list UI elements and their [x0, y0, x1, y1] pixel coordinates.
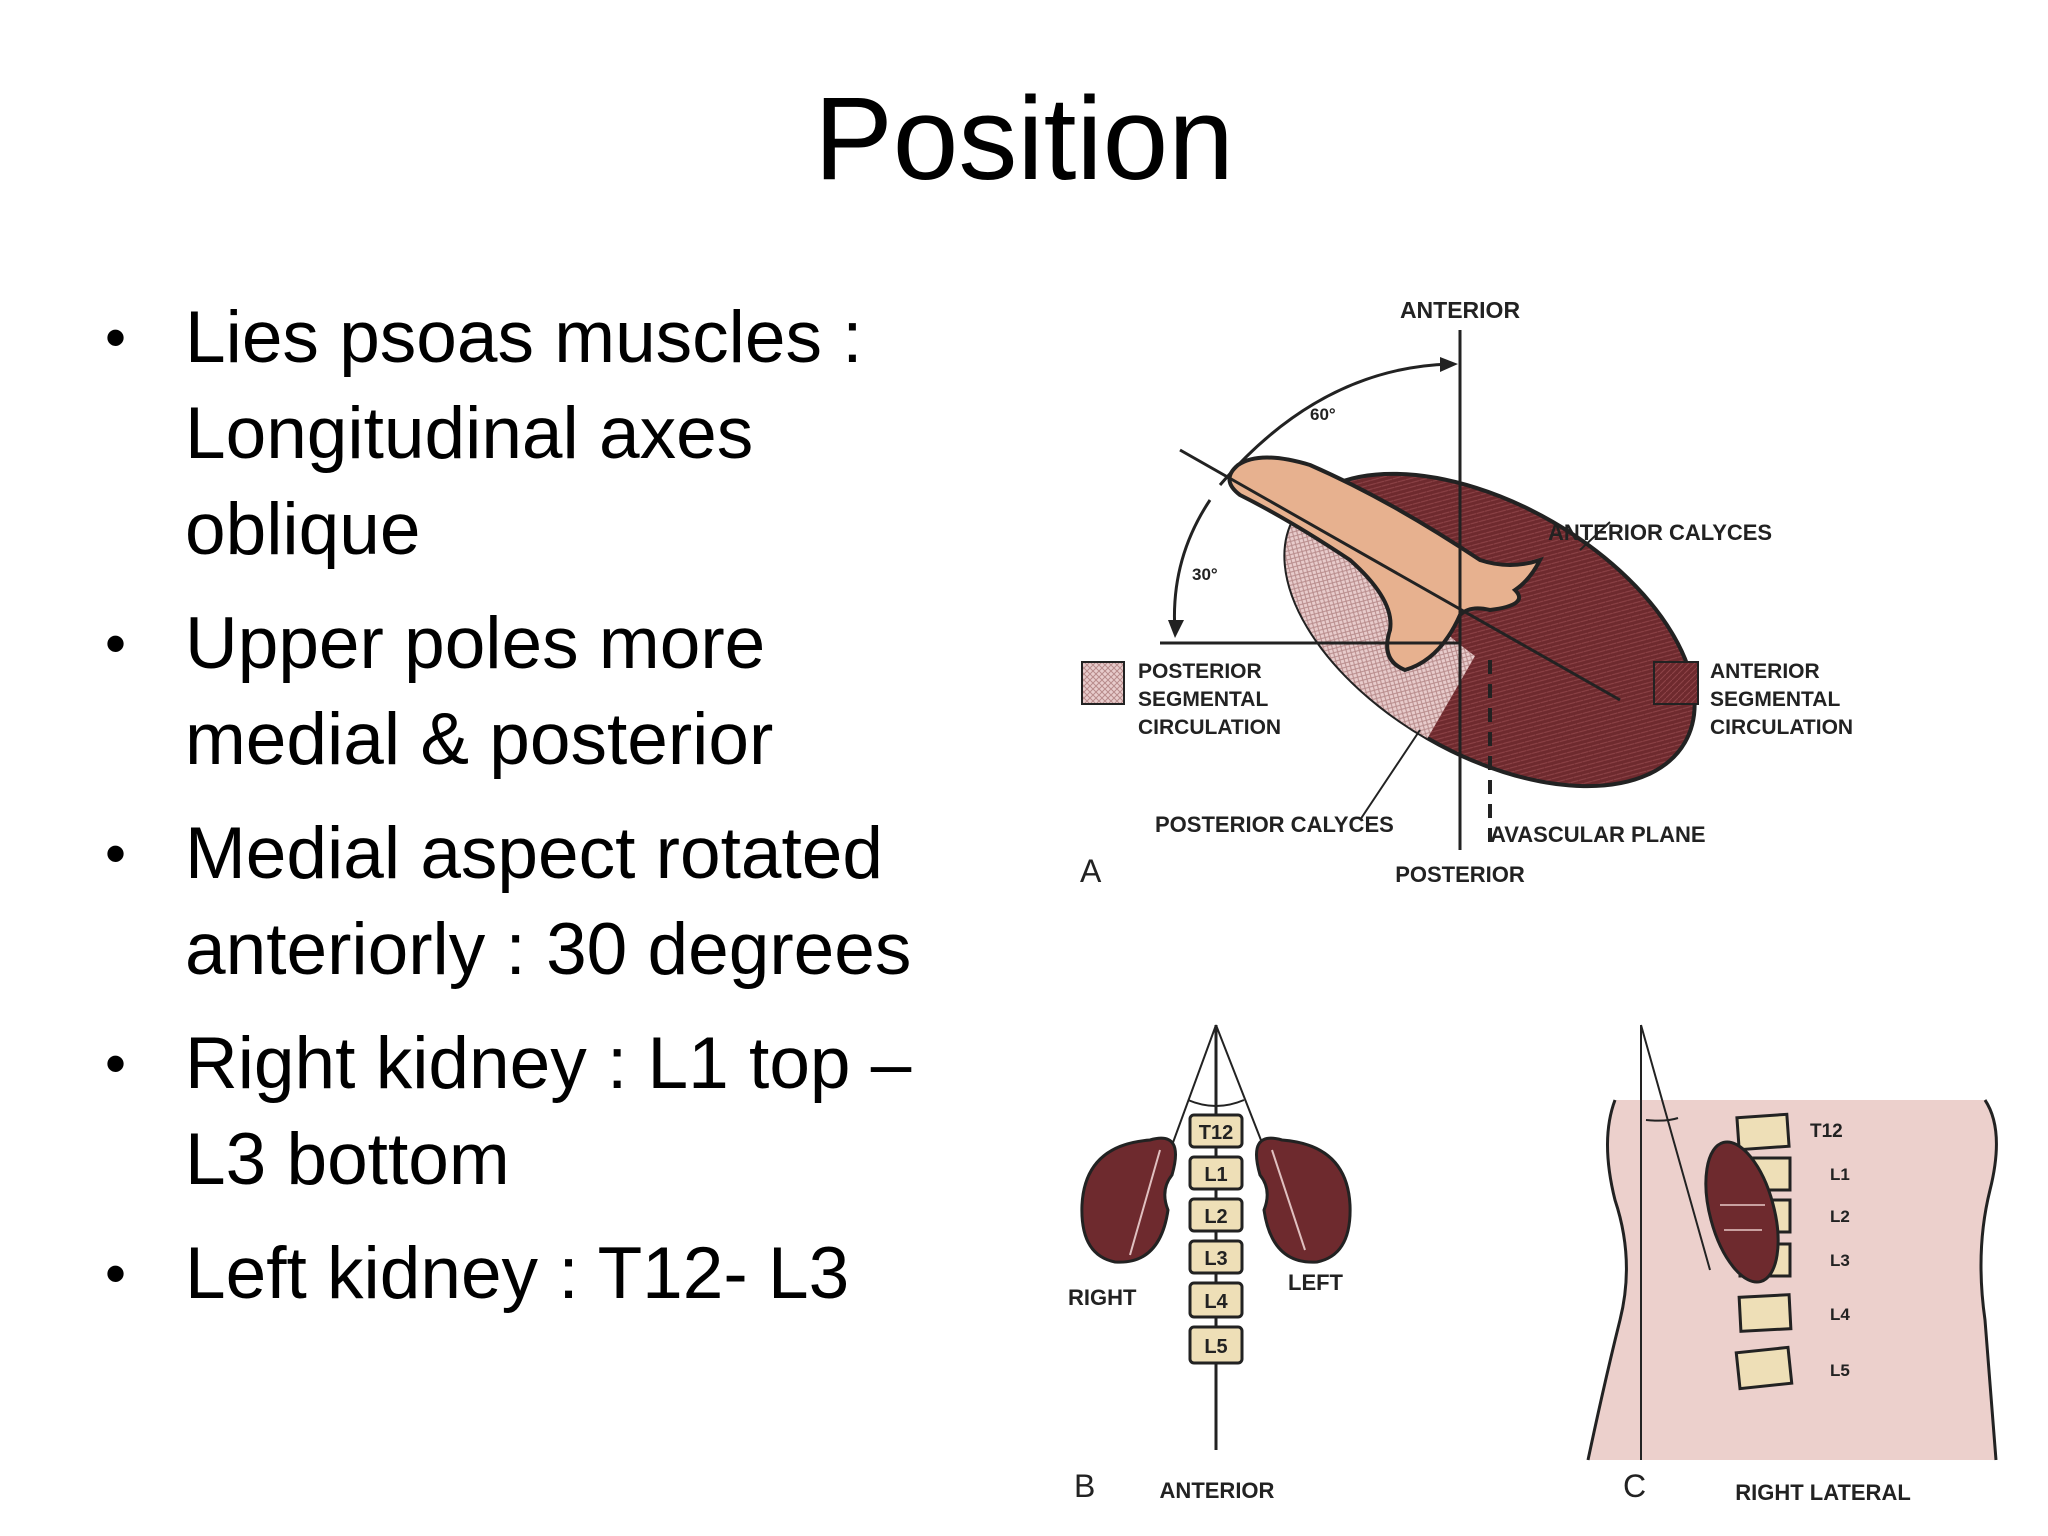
- panel-letter-c: C: [1623, 1468, 1646, 1504]
- label-anterior: ANTERIOR: [1400, 297, 1521, 323]
- bullet-item: • Upper poles more medial & posterior: [105, 596, 985, 788]
- bullet-line: Upper poles more: [185, 596, 985, 692]
- bullet-line: Right kidney : L1 top –: [185, 1016, 985, 1112]
- leader-line: [1360, 730, 1420, 820]
- legend-swatch-posterior: [1082, 662, 1124, 704]
- panel-a: ANTERIOR 60° 30° ANTERIOR CALYCES POSTER…: [1080, 297, 1853, 889]
- vertebra-label: T12: [1810, 1121, 1843, 1142]
- legend-posterior-line: POSTERIOR: [1138, 660, 1262, 683]
- bullet-dot: •: [105, 1226, 126, 1322]
- bullet-item: • Medial aspect rotated anteriorly : 30 …: [105, 806, 985, 998]
- label-angle-30: 30°: [1192, 565, 1218, 584]
- vertebra-label: L4: [1204, 1291, 1228, 1313]
- vertebra-label: T12: [1199, 1122, 1233, 1144]
- legend-posterior-line: CIRCULATION: [1138, 716, 1281, 739]
- bullet-line: anteriorly : 30 degrees: [185, 902, 985, 998]
- panel-letter-a: A: [1080, 853, 1102, 889]
- bullet-line: Medial aspect rotated: [185, 806, 985, 902]
- vertebra-label: L1: [1830, 1165, 1850, 1184]
- bullet-dot: •: [105, 290, 126, 386]
- vertebra: [1737, 1114, 1789, 1149]
- vertebra-label: L1: [1204, 1164, 1227, 1186]
- label-anterior-calyces: ANTERIOR CALYCES: [1548, 520, 1772, 545]
- panel-b: T12 L1 L2 L3 L4 L5 RIGHT LEFT B ANTERIOR: [1068, 1025, 1350, 1504]
- kidney-diagram: ANTERIOR 60° 30° ANTERIOR CALYCES POSTER…: [1060, 260, 2020, 1520]
- bullet-line: Lies psoas muscles :: [185, 290, 985, 386]
- label-angle-60: 60°: [1310, 405, 1336, 424]
- vertebra-label: L5: [1830, 1361, 1850, 1380]
- label-right: RIGHT: [1068, 1285, 1137, 1310]
- legend-posterior-line: SEGMENTAL: [1138, 688, 1268, 711]
- bullet-item: • Lies psoas muscles : Longitudinal axes…: [105, 290, 985, 578]
- vertebra-label: L4: [1830, 1305, 1850, 1324]
- legend-anterior-line: CIRCULATION: [1710, 716, 1853, 739]
- bullet-line: medial & posterior: [185, 692, 985, 788]
- arrowhead: [1440, 357, 1458, 372]
- arrowhead: [1168, 620, 1184, 638]
- bullet-line: oblique: [185, 482, 985, 578]
- label-right-lateral: RIGHT LATERAL: [1735, 1480, 1911, 1505]
- slide-title: Position: [0, 80, 2048, 198]
- vertebra-label: L3: [1830, 1251, 1850, 1270]
- bullet-dot: •: [105, 596, 126, 692]
- panel-letter-b: B: [1074, 1468, 1095, 1504]
- legend-anterior-line: SEGMENTAL: [1710, 688, 1840, 711]
- bullet-list: • Lies psoas muscles : Longitudinal axes…: [105, 290, 985, 1340]
- legend-anterior-line: ANTERIOR: [1710, 660, 1820, 683]
- vertebra-label: L5: [1204, 1336, 1227, 1358]
- label-anterior-b: ANTERIOR: [1160, 1478, 1275, 1503]
- bullet-line: L3 bottom: [185, 1112, 985, 1208]
- bullet-dot: •: [105, 806, 126, 902]
- panel-c: T12 L1 L2 L3 L4 L5 C RIGHT LATERAL: [1588, 1025, 1996, 1505]
- bullet-item: • Left kidney : T12- L3: [105, 1226, 985, 1322]
- vertebra: [1739, 1295, 1791, 1332]
- body-silhouette: [1588, 1100, 1996, 1460]
- label-posterior: POSTERIOR: [1395, 862, 1525, 887]
- vertebra: [1736, 1347, 1791, 1388]
- right-kidney: [1082, 1138, 1176, 1262]
- legend-swatch-anterior: [1654, 662, 1698, 704]
- bullet-dot: •: [105, 1016, 126, 1112]
- bullet-line: Left kidney : T12- L3: [185, 1226, 985, 1322]
- vertebra-label: L2: [1830, 1207, 1850, 1226]
- label-posterior-calyces: POSTERIOR CALYCES: [1155, 812, 1394, 837]
- vertebra-label: L2: [1204, 1206, 1227, 1228]
- vertebra-label: L3: [1204, 1248, 1227, 1270]
- bullet-item: • Right kidney : L1 top – L3 bottom: [105, 1016, 985, 1208]
- label-left: LEFT: [1288, 1270, 1344, 1295]
- label-avascular-plane: AVASCULAR PLANE: [1490, 822, 1706, 847]
- kidney-position-figure: ANTERIOR 60° 30° ANTERIOR CALYCES POSTER…: [1060, 260, 2020, 1520]
- bullet-line: Longitudinal axes: [185, 386, 985, 482]
